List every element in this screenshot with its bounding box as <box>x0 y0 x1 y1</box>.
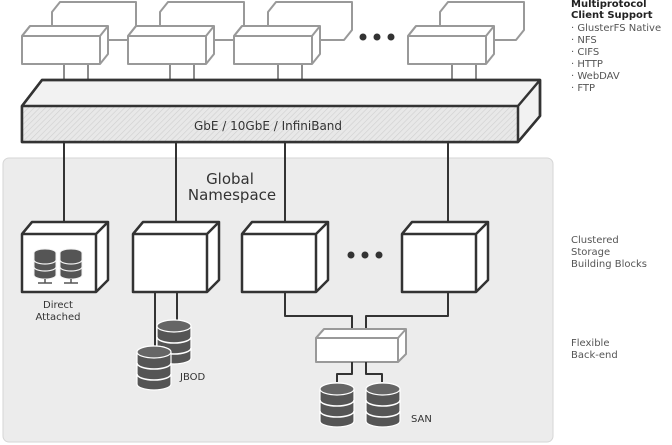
direct-attached-label-line-1: Direct <box>43 300 73 311</box>
backend-caption-line-1: Flexible <box>571 338 610 349</box>
storage-blocks-caption-line-3: Building Blocks <box>571 259 648 270</box>
storage-blocks-caption: Clustered Storage Building Blocks <box>571 235 671 271</box>
protocol-item: CIFS <box>571 47 671 59</box>
direct-attached-label-line-2: Attached <box>36 312 81 323</box>
protocol-list: GlusterFS Native NFS CIFS HTTP WebDAV FT… <box>571 23 671 95</box>
protocol-item: GlusterFS Native <box>571 23 671 35</box>
san-switch <box>315 328 407 363</box>
jbod-connectors <box>154 292 178 348</box>
jbod-disk-icon <box>136 319 192 391</box>
namespace-label-line-1: Global <box>206 170 254 188</box>
client-support-title-line-2: Client Support <box>571 10 653 21</box>
client-support-title-line-1: Multiprotocol <box>571 0 647 10</box>
protocol-item: HTTP <box>571 59 671 71</box>
backend-caption: Flexible Back-end <box>571 338 671 362</box>
storage-blocks-caption-line-1: Clustered <box>571 235 619 246</box>
client-support-section: Multiprotocol Client Support GlusterFS N… <box>571 0 671 95</box>
direct-attached-disk-icon <box>33 248 83 284</box>
san-disk-icon <box>319 382 401 428</box>
san-label: SAN <box>411 414 432 425</box>
backend-caption-line-2: Back-end <box>571 350 618 361</box>
san-connectors <box>284 292 449 333</box>
network-label: GbE / 10GbE / InfiniBand <box>194 119 342 133</box>
clients-ellipsis-icon <box>359 33 395 41</box>
jbod-label: JBOD <box>179 372 206 383</box>
storage-connectors <box>63 142 449 224</box>
storage-ellipsis-icon <box>347 251 383 259</box>
san-disk-connectors <box>336 362 383 382</box>
client-boxes-front <box>21 25 495 65</box>
storage-panel <box>2 157 554 443</box>
protocol-item: FTP <box>571 83 671 95</box>
storage-blocks-caption-line-2: Storage <box>571 247 611 258</box>
storage-blocks <box>20 220 490 294</box>
protocol-item: NFS <box>571 35 671 47</box>
protocol-item: WebDAV <box>571 71 671 83</box>
namespace-label-line-2: Namespace <box>188 186 276 204</box>
network-bar <box>20 78 542 144</box>
